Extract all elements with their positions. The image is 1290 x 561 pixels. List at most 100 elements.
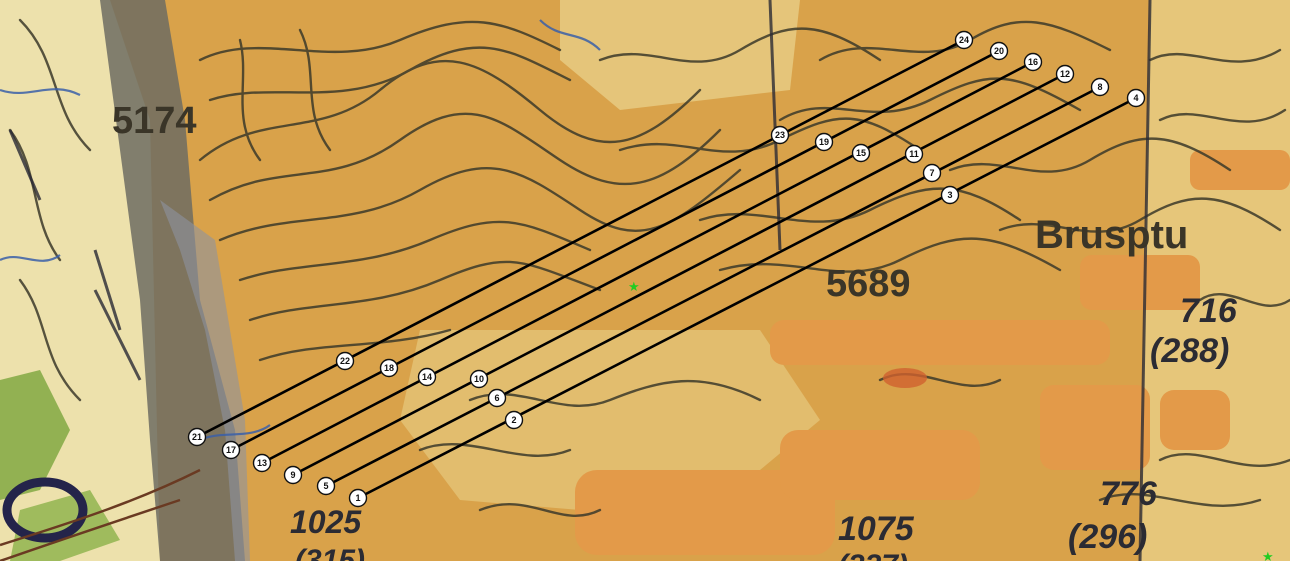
- woodland-area: [0, 370, 70, 500]
- waypoint-14[interactable]: 14: [417, 367, 437, 387]
- waypoint-21[interactable]: 21: [187, 427, 207, 447]
- waypoint-circle[interactable]: [989, 41, 1009, 61]
- escarpment-strip: [100, 0, 245, 561]
- waypoint-13[interactable]: 13: [252, 453, 272, 473]
- waypoint-1[interactable]: 1: [348, 488, 368, 508]
- terrain-light-top: [560, 0, 800, 110]
- settlement-patch: [1160, 390, 1230, 450]
- waypoint-label: 21: [192, 432, 202, 442]
- position-marker-icon[interactable]: ★: [1262, 549, 1274, 561]
- waypoint-circle[interactable]: [487, 388, 507, 408]
- waypoint-15[interactable]: 15: [851, 143, 871, 163]
- waypoint-label: 19: [819, 137, 829, 147]
- waypoint-2[interactable]: 2: [504, 410, 524, 430]
- settlement-patch: [1040, 385, 1150, 470]
- waypoint-17[interactable]: 17: [221, 440, 241, 460]
- flight-line-4[interactable]: [260, 60, 1035, 465]
- grid-ref-label: 5689: [826, 263, 911, 305]
- waypoint-label: 5: [323, 481, 328, 491]
- waypoint-label: 23: [775, 130, 785, 140]
- waypoint-circle[interactable]: [904, 144, 924, 164]
- position-marker-icon[interactable]: ★: [628, 279, 640, 294]
- waypoint-label: 6: [494, 393, 499, 403]
- waypoint-12[interactable]: 12: [1055, 64, 1075, 84]
- waypoint-20[interactable]: 20: [989, 41, 1009, 61]
- flight-line-5[interactable]: [229, 49, 1001, 452]
- woodland-area: [10, 490, 120, 561]
- map-feature: [883, 368, 927, 388]
- waypoint-16[interactable]: 16: [1023, 52, 1043, 72]
- settlement-patch: [1080, 255, 1200, 310]
- waypoint-label: 22: [340, 356, 350, 366]
- road: [0, 468, 201, 547]
- waypoint-circle[interactable]: [954, 30, 974, 50]
- waypoint-circle[interactable]: [348, 488, 368, 508]
- waypoint-label: 7: [929, 168, 934, 178]
- waypoint-circle[interactable]: [469, 369, 489, 389]
- waypoint-label: 13: [257, 458, 267, 468]
- waypoint-circle[interactable]: [504, 410, 524, 430]
- contour-lines: [8, 18, 1290, 517]
- waypoint-circle[interactable]: [922, 163, 942, 183]
- settlement-patch: [780, 430, 980, 500]
- waypoint-label: 2: [511, 415, 516, 425]
- spot-height-label: (315): [295, 544, 365, 561]
- waypoint-22[interactable]: 22: [335, 351, 355, 371]
- waypoint-circle[interactable]: [1055, 64, 1075, 84]
- waypoint-circle[interactable]: [1090, 77, 1110, 97]
- waypoint-label: 14: [422, 372, 432, 382]
- waypoint-circle[interactable]: [221, 440, 241, 460]
- grid-lines: [8, 0, 1152, 561]
- waypoint-7[interactable]: 7: [922, 163, 942, 183]
- spot-height-label: 1025: [290, 504, 362, 540]
- flight-line-6[interactable]: [195, 38, 966, 439]
- waypoint-label: 12: [1060, 69, 1070, 79]
- waypoint-4[interactable]: 4: [1126, 88, 1146, 108]
- waypoint-label: 4: [1133, 93, 1138, 103]
- waypoint-9[interactable]: 9: [283, 465, 303, 485]
- waypoint-label: 8: [1097, 82, 1102, 92]
- waypoint-11[interactable]: 11: [904, 144, 924, 164]
- spot-height-label: 1075: [838, 510, 915, 548]
- waypoint-circle[interactable]: [379, 358, 399, 378]
- waypoint-circle[interactable]: [814, 132, 834, 152]
- waypoint-circle[interactable]: [335, 351, 355, 371]
- waypoint-circle[interactable]: [770, 125, 790, 145]
- waypoint-label: 20: [994, 46, 1004, 56]
- waypoint-label: 24: [959, 35, 969, 45]
- waypoint-circle[interactable]: [940, 185, 960, 205]
- waypoint-circle[interactable]: [1023, 52, 1043, 72]
- flight-line-3[interactable]: [291, 72, 1067, 477]
- spot-height-label: 716: [1180, 292, 1238, 330]
- waypoint-23[interactable]: 23: [770, 125, 790, 145]
- waypoint-3[interactable]: 3: [940, 185, 960, 205]
- waypoint-circle[interactable]: [316, 476, 336, 496]
- waypoint-18[interactable]: 18: [379, 358, 399, 378]
- road-loop: [2, 477, 88, 543]
- flight-line-2[interactable]: [324, 85, 1102, 488]
- waypoint-label: 11: [909, 149, 919, 159]
- place-name-label: Brusptu: [1035, 213, 1188, 257]
- waypoint-label: 17: [226, 445, 236, 455]
- flight-line-1[interactable]: [356, 96, 1138, 500]
- waypoint-circle[interactable]: [283, 465, 303, 485]
- spot-height-label: (327): [838, 549, 908, 561]
- waypoint-19[interactable]: 19: [814, 132, 834, 152]
- waypoint-label: 16: [1028, 57, 1038, 67]
- waypoint-8[interactable]: 8: [1090, 77, 1110, 97]
- waypoint-10[interactable]: 10: [469, 369, 489, 389]
- waypoint-6[interactable]: 6: [487, 388, 507, 408]
- waypoint-circle[interactable]: [187, 427, 207, 447]
- waypoint-24[interactable]: 24: [954, 30, 974, 50]
- waypoint-label: 9: [290, 470, 295, 480]
- waypoint-5[interactable]: 5: [316, 476, 336, 496]
- waypoint-label: 3: [947, 190, 952, 200]
- waypoint-circle[interactable]: [851, 143, 871, 163]
- waypoint-circle[interactable]: [417, 367, 437, 387]
- waypoint-label: 15: [856, 148, 866, 158]
- waypoint-circle[interactable]: [1126, 88, 1146, 108]
- waypoint-circle[interactable]: [252, 453, 272, 473]
